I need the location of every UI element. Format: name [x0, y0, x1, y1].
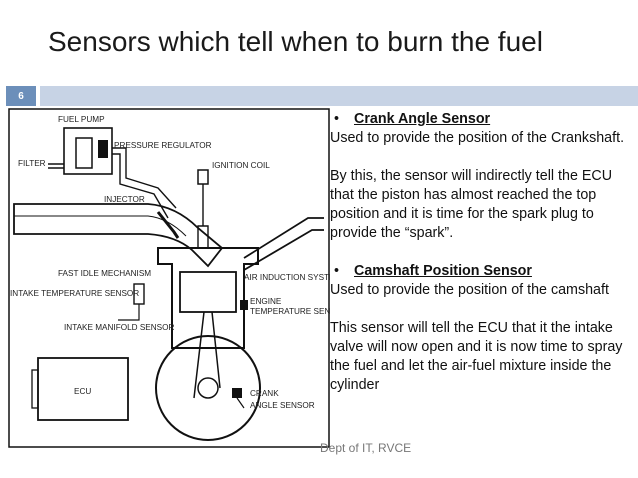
label-crank-1: CRANK: [250, 389, 279, 398]
cam-heading-row: • Camshaft Position Sensor: [330, 262, 630, 281]
bullet: •: [334, 111, 340, 127]
slide-title: Sensors which tell when to burn the fuel: [48, 26, 543, 57]
crank-angle-sensor: [232, 388, 242, 398]
crankcase: [155, 335, 261, 441]
label-ecu: ECU: [74, 387, 91, 396]
crank-paragraph: By this, the sensor will indirectly tell…: [330, 168, 613, 241]
sensor-description: • Crank Angle Sensor Used to provide the…: [330, 110, 630, 395]
label-pressure-regulator: PRESSURE REGULATOR: [114, 141, 212, 150]
bullet: •: [334, 263, 340, 279]
cam-line: Used to provide the position of the cams…: [330, 282, 609, 298]
sensor-wiring: [118, 304, 245, 409]
fuel-pump-box: [63, 127, 113, 175]
label-engine-temp-1: ENGINE: [250, 297, 282, 306]
fuel-pump-body: [75, 137, 93, 169]
slide-number: 6: [6, 86, 36, 106]
label-intake-temp: INTAKE TEMPERATURE SENSOR: [10, 289, 139, 298]
label-crank-2: ANGLE SENSOR: [250, 401, 315, 410]
piston: [179, 271, 237, 313]
label-fuel-pump: FUEL PUMP: [58, 115, 105, 124]
air-induction-pipe: [243, 217, 324, 271]
label-filter: FILTER: [18, 159, 46, 168]
diagram-frame: [8, 108, 330, 448]
crank-line: Used to provide the position of the Cran…: [330, 130, 625, 146]
crank-heading-row: • Crank Angle Sensor: [330, 110, 630, 129]
cam-heading: Camshaft Position Sensor: [354, 263, 532, 279]
connecting-rod: [193, 311, 221, 399]
ecu-side: [31, 369, 39, 409]
intake-manifold: [13, 203, 224, 268]
label-ignition-coil: IGNITION COIL: [212, 161, 270, 170]
label-injector: INJECTOR: [104, 195, 145, 204]
crankshaft: [197, 377, 219, 399]
pressure-regulator-body: [98, 140, 108, 158]
engine-sensor-diagram: FUEL PUMP PRESSURE REGULATOR FILTER IGNI…: [8, 108, 330, 448]
cylinder-head: [157, 247, 259, 349]
crank-heading: Crank Angle Sensor: [354, 111, 491, 127]
label-fast-idle: FAST IDLE MECHANISM: [58, 269, 151, 278]
fuel-lines: [48, 147, 177, 219]
label-air-induction: AIR INDUCTION SYSTEM: [244, 273, 330, 282]
label-engine-temp-2: TEMPERATURE SENSOR: [250, 307, 330, 316]
footer-text: Dept of IT, RVCE: [320, 441, 412, 455]
cam-paragraph: This sensor will tell the ECU that it th…: [330, 320, 623, 393]
injector: [156, 211, 180, 239]
label-intake-manifold: INTAKE MANIFOLD SENSOR: [64, 323, 174, 332]
header-bar: [40, 86, 638, 106]
